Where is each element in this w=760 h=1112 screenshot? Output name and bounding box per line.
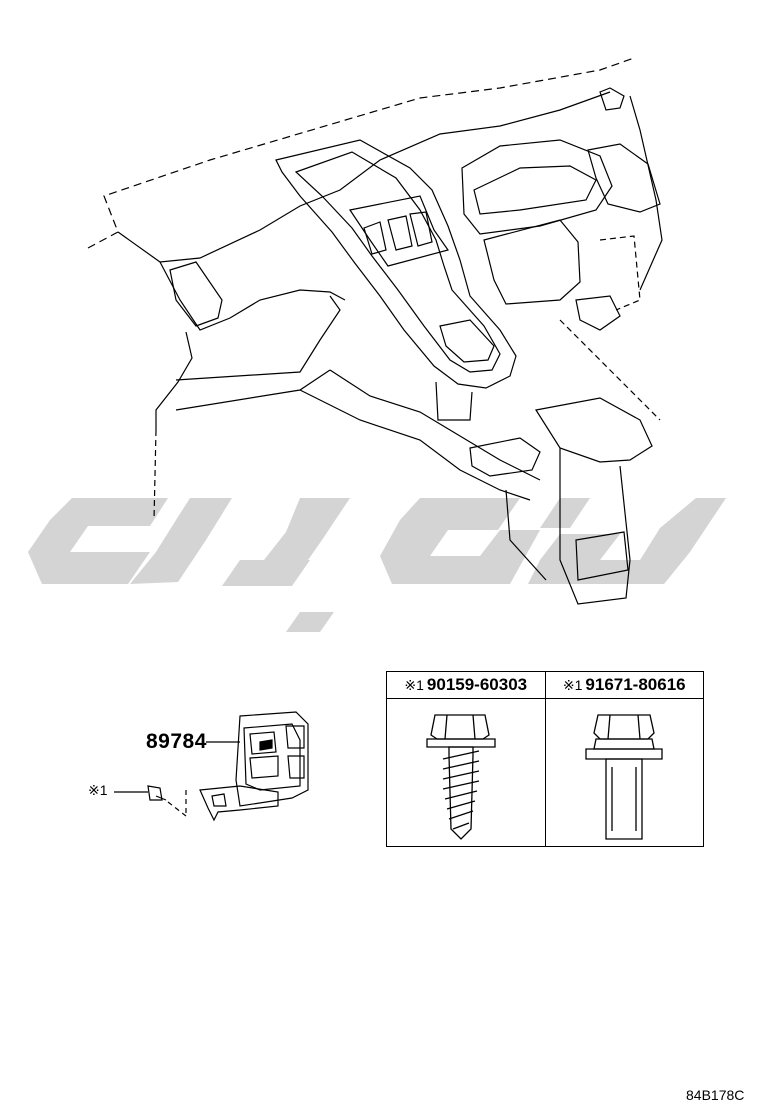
fastener-image-cell-1 xyxy=(386,698,546,847)
dashboard-drawing xyxy=(87,57,663,605)
part-number-label: 89784 xyxy=(146,730,207,753)
tapping-screw-icon xyxy=(426,714,496,840)
fastener-mark-1: ※1 xyxy=(404,677,424,693)
hex-flange-bolt-icon xyxy=(584,714,663,840)
diagram-id: 84B178C xyxy=(686,1087,745,1103)
reference-mark-label: ※1 xyxy=(88,782,108,798)
watermark-logo xyxy=(28,498,726,632)
fastener-image-cell-2 xyxy=(544,698,704,847)
component-89784-drawing xyxy=(114,711,309,822)
fastener-mark-2: ※1 xyxy=(562,677,583,693)
fastener-part-number-1: 90159-60303 xyxy=(426,675,528,694)
fastener-part-number-2: 91671-80616 xyxy=(585,675,686,694)
